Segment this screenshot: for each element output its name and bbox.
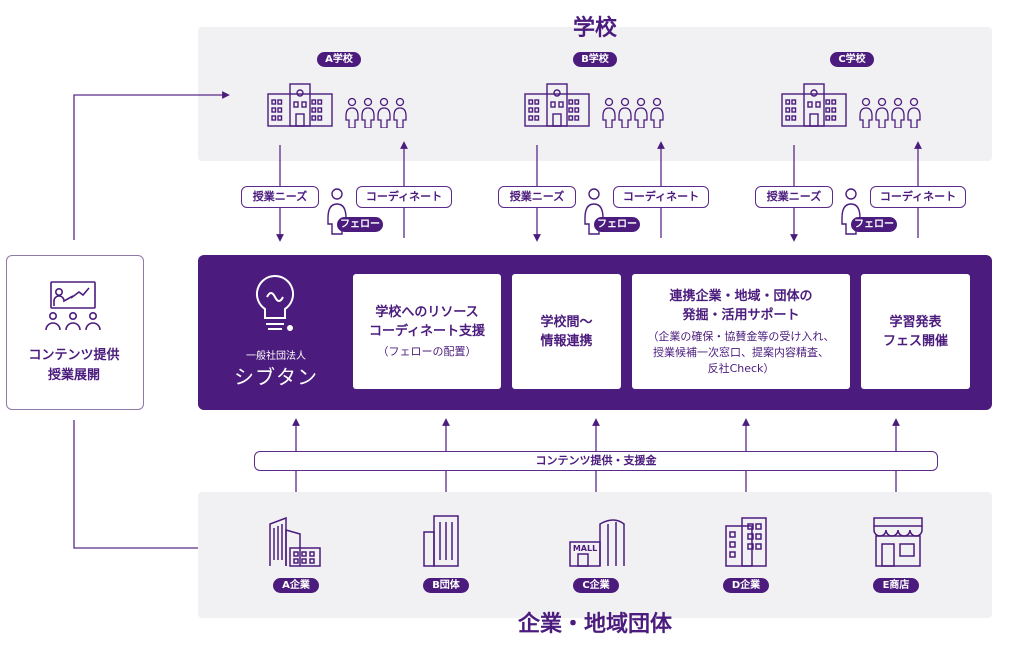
card-1-sub-1: （フェローの配置） [377,345,477,358]
tall-building-icon [420,512,472,568]
org-name: シブタン [234,365,318,389]
card-school-info-link: 学校間〜 情報連携 [512,274,621,389]
card-4-title-1: 学習発表 [889,314,942,330]
card-3-sub-3: 反社Check） [707,361,775,375]
school-a-icon [266,80,334,128]
card-resource-coordination: 学校へのリソース コーディネート支援 （フェローの配置） [353,274,501,389]
school-c-icon [780,80,848,128]
fellow-label-a: フェロー [337,217,383,232]
card-learning-fes: 学習発表 フェス開催 [861,274,970,389]
card-3-title-2: 発掘・活用サポート [682,307,800,323]
fellow-label-b: フェロー [594,217,640,232]
mall-icon: MALL [566,514,628,568]
left-line-1: コンテンツ提供 [28,348,120,363]
students-b-icon [601,96,667,128]
needs-label-a: 授業ニーズ [241,186,319,208]
card-2-title-1: 学校間〜 [540,314,593,330]
card-3-sub-2: 授業候補一次窓口、提案内容精査、 [653,345,829,359]
school-b-icon [523,80,591,128]
school-label-c: C学校 [830,52,874,67]
lightbulb-icon [250,272,300,338]
org-caption: 一般社団法人 [246,351,306,362]
school-label-a: A学校 [317,52,361,67]
company-label-e: E商店 [873,578,919,593]
school-label-b: B学校 [573,52,617,67]
schools-title: 学校 [572,16,617,41]
company-label-a: A企業 [273,578,319,593]
shop-icon [870,516,926,568]
needs-label-c: 授業ニーズ [755,186,833,208]
card-4-title-2: フェス開催 [882,333,948,349]
companies-title: 企業・地域団体 [517,612,672,637]
mall-sign: MALL [573,544,597,553]
company-label-b: B団体 [423,578,469,593]
card-2-title-2: 情報連携 [540,333,593,349]
students-c-icon [858,96,924,128]
apartment-building-icon [720,514,772,568]
card-1-title-1: 学校へのリソース [375,305,479,320]
coordinate-label-c: コーディネート [870,186,966,208]
card-3-sub-1: （企業の確保・協賛金等の受け入れ、 [647,329,835,343]
content-provision-box [6,255,144,410]
office-buildings-icon [266,514,326,568]
card-partner-support: 連携企業・地域・団体の 発掘・活用サポート （企業の確保・協賛金等の受け入れ、 … [632,274,850,389]
companies-panel [198,492,992,618]
students-a-icon [344,96,410,128]
company-label-d: D企業 [723,578,769,593]
support-bar: コンテンツ提供・支援金 [254,451,938,471]
left-line-2: 授業展開 [47,368,100,383]
needs-label-b: 授業ニーズ [498,186,576,208]
coordinate-label-a: コーディネート [356,186,452,208]
card-3-title-1: 連携企業・地域・団体の [669,288,813,304]
company-label-c: C企業 [573,578,619,593]
lesson-teacher-icon [43,280,103,336]
card-1-title-2: コーディネート支援 [368,324,486,339]
coordinate-label-b: コーディネート [613,186,709,208]
fellow-label-c: フェロー [851,217,897,232]
content-provision-text: コンテンツ提供 授業展開 [6,346,142,386]
